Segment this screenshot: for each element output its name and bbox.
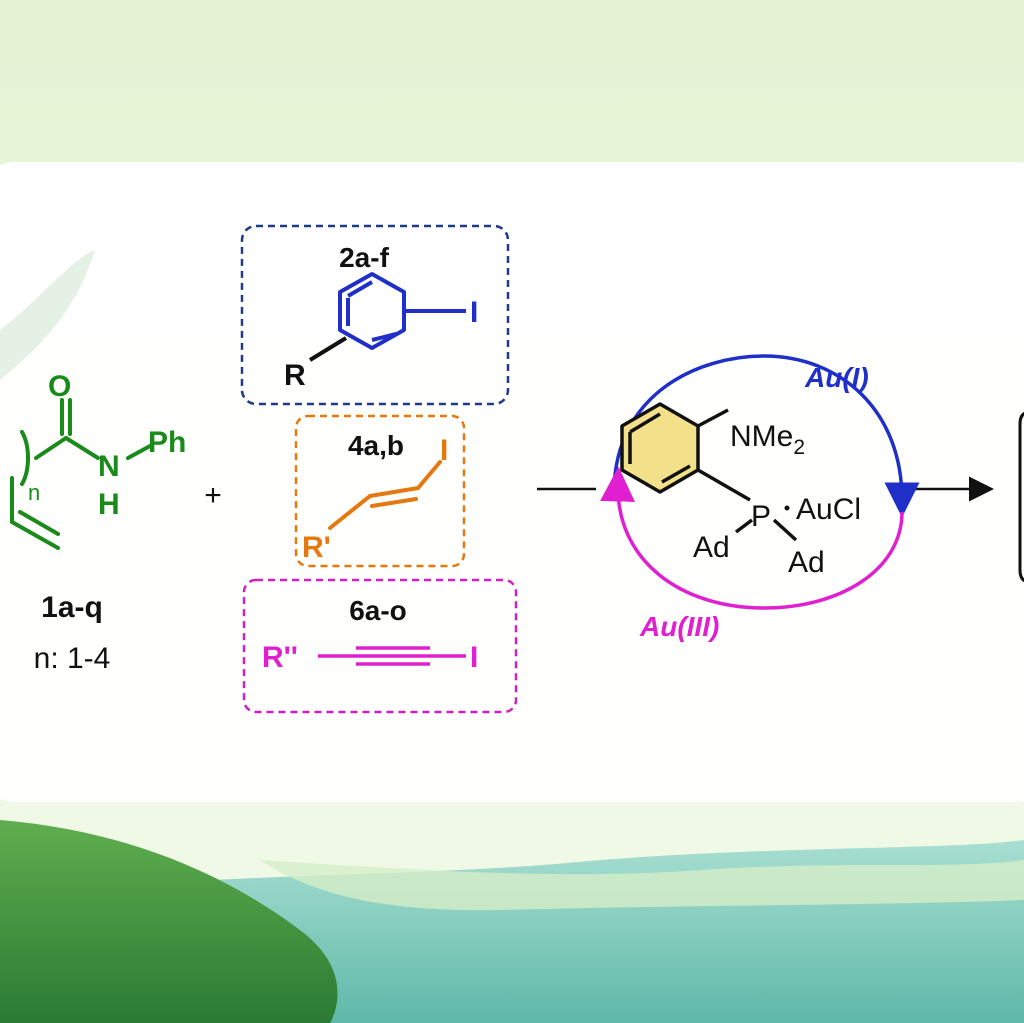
nme2-label: NMe2 xyxy=(730,420,805,459)
alkynyl-r-label: R'' xyxy=(262,641,298,674)
plus-sign: + xyxy=(204,479,222,512)
nme2-main: NMe xyxy=(730,420,793,453)
nme2-subscript: 2 xyxy=(793,436,805,459)
substrate-o-label: O xyxy=(48,370,71,403)
substrate-ph-label: Ph xyxy=(148,426,186,459)
product-box-edge xyxy=(1018,411,1024,583)
alkyne-bond xyxy=(318,646,466,666)
aryl-r-label: R xyxy=(284,359,306,392)
substrate-range: n: 1-4 xyxy=(34,642,111,675)
au3-label: Au(III) xyxy=(639,611,719,642)
au3-cycle-arrow xyxy=(600,466,904,610)
alkynyl-i-label: I xyxy=(470,641,478,674)
vinyl-chain xyxy=(328,460,442,530)
p-au-dot xyxy=(784,505,790,511)
aryl-i-label: I xyxy=(470,296,478,329)
scheme-panel xyxy=(0,162,1024,802)
substrate-n-subscript: n xyxy=(28,480,40,505)
ad1-label: Ad xyxy=(693,531,730,564)
aucl-label: AuCl xyxy=(796,493,861,526)
vinyl-iodide-box xyxy=(294,414,466,568)
p-ad1-bond xyxy=(734,518,754,534)
p-ad2-bond xyxy=(772,518,798,542)
background-hill xyxy=(0,820,338,1023)
p-bond xyxy=(697,468,751,502)
phosphorus-label: P xyxy=(751,500,771,533)
vinyl-i-label: I xyxy=(440,434,448,467)
alkynyl-iodide-name: 6a-o xyxy=(349,595,407,626)
leaf-decoration xyxy=(0,250,95,380)
aryl-iodide-name: 2a-f xyxy=(339,242,389,273)
vinyl-r-label: R' xyxy=(302,531,331,564)
ad2-label: Ad xyxy=(788,546,825,579)
aryl-r-bond xyxy=(308,336,348,362)
nme2-bond xyxy=(697,408,729,428)
substrate-name: 1a-q xyxy=(41,591,103,624)
substrate-h-label: H xyxy=(98,488,120,521)
aryl-ring xyxy=(338,272,466,350)
vinyl-iodide-name: 4a,b xyxy=(348,430,404,461)
au1-label: Au(I) xyxy=(804,362,869,393)
substrate-structure xyxy=(10,398,152,550)
substrate-n-label: N xyxy=(98,450,120,483)
alkynyl-iodide-box xyxy=(242,578,518,714)
background-hill-far xyxy=(260,860,1024,911)
